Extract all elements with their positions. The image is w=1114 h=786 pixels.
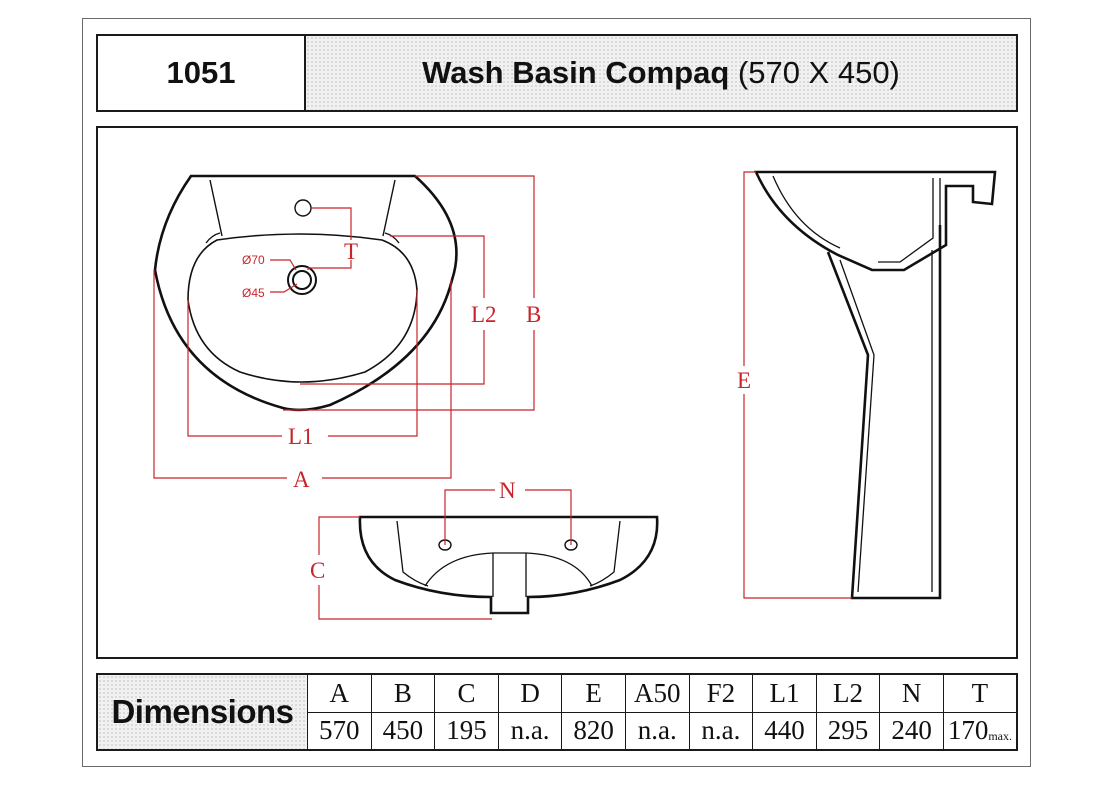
dim-line-T xyxy=(311,207,352,240)
dim-line-E xyxy=(743,171,852,599)
side-pedestal-inner xyxy=(839,259,875,593)
bowl-rim-right xyxy=(382,179,396,237)
front-bowl-curve xyxy=(424,552,593,587)
side-overflow-channel xyxy=(878,178,934,263)
front-view xyxy=(358,515,659,615)
drain-outer-ring xyxy=(287,265,317,295)
front-view-dimension-labels: N C xyxy=(310,478,516,583)
title-block: 1051 Wash Basin Compaq (570 X 450) xyxy=(96,34,1018,112)
leader-d70 xyxy=(270,259,297,271)
dim-line-L2 xyxy=(300,235,485,385)
dim-header: E xyxy=(562,675,625,713)
dimensions-table: Dimensions A 570 B 450 C 195 D n.a. E 82… xyxy=(96,673,1018,751)
dim-header: L2 xyxy=(816,675,880,713)
dim-line-A xyxy=(153,270,452,479)
dim-column-A: A 570 xyxy=(308,675,372,749)
dim-header: T xyxy=(943,675,1016,713)
dim-header: A50 xyxy=(625,675,689,713)
side-view xyxy=(753,170,997,600)
dim-value: n.a. xyxy=(637,715,677,746)
dim-line-B xyxy=(283,175,535,411)
side-pedestal-outline xyxy=(826,225,942,600)
dim-header: F2 xyxy=(689,675,753,713)
label-B: B xyxy=(526,302,541,327)
product-name: Wash Basin Compaq xyxy=(422,55,730,90)
label-E: E xyxy=(737,368,751,393)
drawing-frame xyxy=(96,126,1018,659)
dim-value: 295 xyxy=(827,715,869,746)
dim-column-N: N 240 xyxy=(880,675,944,749)
dim-column-D: D n.a. xyxy=(498,675,563,749)
label-A: A xyxy=(293,467,310,492)
side-view-dimensions xyxy=(743,171,852,599)
dim-column-B: B 450 xyxy=(371,675,436,749)
label-C: C xyxy=(310,558,325,583)
dim-value: 820 xyxy=(573,715,614,746)
product-title: Wash Basin Compaq (570 X 450) xyxy=(306,36,1016,110)
label-N: N xyxy=(499,478,516,503)
side-bowl-inner xyxy=(772,175,841,249)
side-view-dimension-labels: E xyxy=(737,368,751,393)
product-size: (570 X 450) xyxy=(737,55,900,90)
dim-header: C xyxy=(435,675,498,713)
dim-line-N xyxy=(444,489,572,545)
drain-inner-ring xyxy=(292,270,312,290)
dim-value: 450 xyxy=(382,715,424,746)
label-tap-hole-d70: Ø70 xyxy=(242,253,265,267)
dim-header: B xyxy=(371,675,435,713)
label-drain-d45: Ø45 xyxy=(242,286,265,300)
dim-column-E: E 820 xyxy=(562,675,626,749)
dim-column-A50: A50 n.a. xyxy=(625,675,690,749)
label-L2: L2 xyxy=(471,302,497,327)
drawing-sheet xyxy=(82,18,1031,767)
basin-bowl-outline xyxy=(187,233,418,383)
side-basin-outline xyxy=(753,170,997,272)
dim-column-L1: L1 440 xyxy=(753,675,817,749)
front-inner-left xyxy=(396,520,429,587)
dim-value: n.a. xyxy=(701,715,741,746)
leader-d45 xyxy=(270,283,298,293)
tap-hole xyxy=(294,199,312,217)
overflow-slot-left xyxy=(205,232,221,244)
label-T: T xyxy=(344,239,358,264)
front-view-dimensions xyxy=(318,489,572,620)
dim-column-C: C 195 xyxy=(435,675,499,749)
dim-header: D xyxy=(498,675,562,713)
dim-value: n.a. xyxy=(510,715,550,746)
dim-line-T-lower xyxy=(307,260,352,270)
dim-header: L1 xyxy=(753,675,816,713)
dimensions-title: Dimensions xyxy=(98,675,308,749)
top-view xyxy=(153,174,458,412)
top-view-dimension-labels: T L2 B L1 A Ø70 Ø45 xyxy=(242,239,541,492)
dim-line-C xyxy=(318,516,492,620)
dimensions-columns: A 570 B 450 C 195 D n.a. E 820 A50 n.a. … xyxy=(308,675,1016,749)
dim-header: A xyxy=(308,675,371,713)
dim-column-F2: F2 n.a. xyxy=(689,675,754,749)
front-inner-right xyxy=(589,520,621,587)
model-number: 1051 xyxy=(98,36,306,110)
dim-line-L1 xyxy=(187,290,418,437)
dim-value: 195 xyxy=(446,715,487,746)
label-L1: L1 xyxy=(288,424,314,449)
dim-header: N xyxy=(880,675,943,713)
front-drain-stem xyxy=(492,553,527,597)
dim-value: 240 xyxy=(891,715,932,746)
dim-value: 440 xyxy=(764,715,805,746)
front-basin-outline xyxy=(358,515,659,615)
top-view-dimensions xyxy=(153,175,535,479)
dim-column-L2: L2 295 xyxy=(816,675,881,749)
bowl-rim-left xyxy=(209,179,223,237)
dim-value: 570 xyxy=(319,715,360,746)
